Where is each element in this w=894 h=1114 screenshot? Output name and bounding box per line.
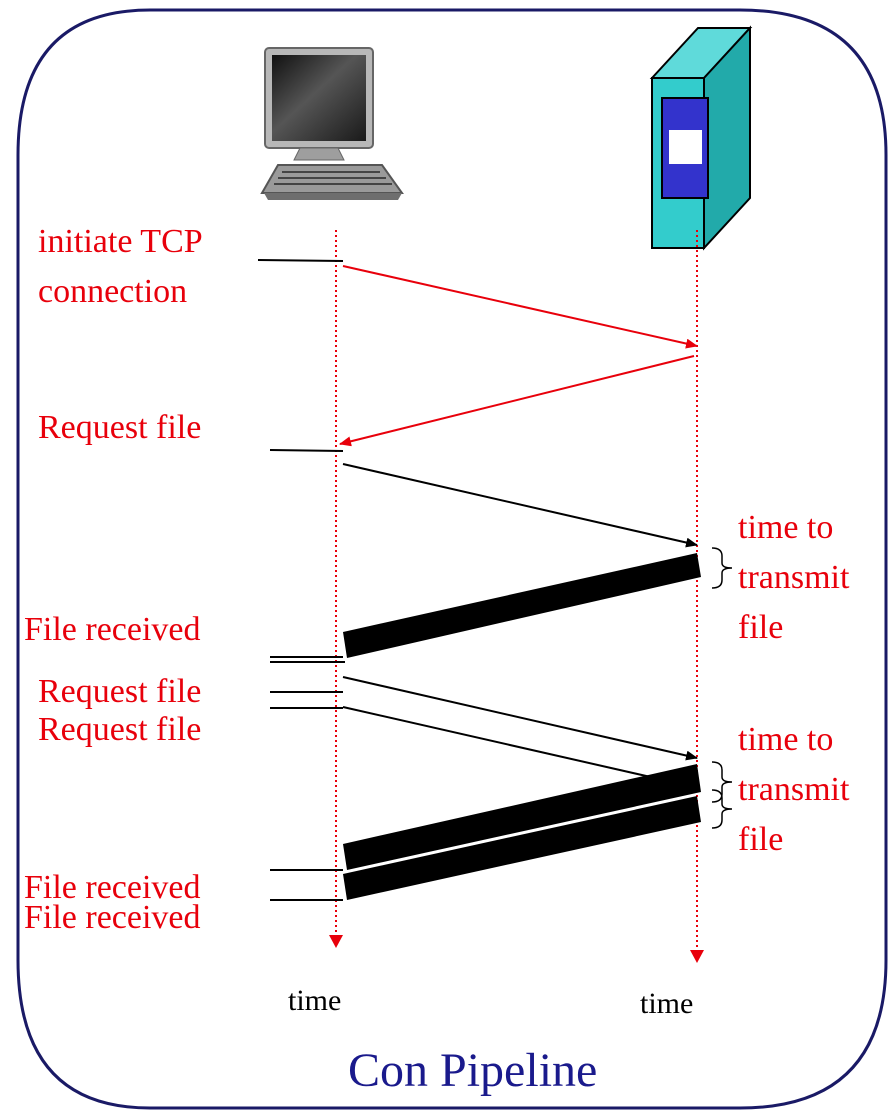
client-timeline-arrowhead	[329, 935, 343, 948]
transmit-label-2-line1: time to	[738, 721, 833, 758]
request-arrow-1	[342, 463, 698, 548]
diagram-caption: Con Pipeline	[348, 1044, 597, 1097]
request-file-label-1: Request file	[38, 409, 201, 446]
request-tick-1	[269, 449, 344, 452]
server-tower-icon	[649, 25, 753, 251]
synack-arrow	[339, 355, 695, 447]
request-arrow-2	[342, 676, 698, 761]
syn-arrow	[342, 265, 698, 349]
initiate-label-line2: connection	[38, 273, 187, 310]
file-transfer-bar-1	[343, 553, 701, 658]
file-transfer-bar-3	[343, 796, 701, 900]
file-received-label-2: File received	[24, 869, 201, 906]
request-file-label-3: Request file	[38, 711, 201, 748]
transmit-label-1-line1: time to	[738, 509, 833, 546]
transmit-label-2-line3: file	[738, 821, 783, 858]
request-file-label-2: Request file	[38, 673, 201, 710]
client-time-label: time	[288, 984, 341, 1017]
file-received-label-3: File received	[24, 899, 201, 936]
transmit-label-1-line2: transmit	[738, 559, 850, 596]
initiate-tick	[257, 259, 344, 262]
file-received-label-1: File received	[24, 611, 201, 648]
diagram-frame	[16, 8, 888, 1110]
transmit-brace-3	[711, 789, 733, 829]
transmit-label-1-line3: file	[738, 609, 783, 646]
request-arrow-3	[342, 706, 656, 779]
server-time-label: time	[640, 987, 693, 1020]
transmit-label-2-line2: transmit	[738, 771, 850, 808]
initiate-label-line1: initiate TCP	[38, 223, 203, 260]
server-timeline-arrowhead	[690, 950, 704, 963]
desktop-computer-icon	[260, 47, 404, 200]
file-transfer-bar-2	[343, 764, 701, 870]
transmit-brace-1	[711, 547, 733, 589]
